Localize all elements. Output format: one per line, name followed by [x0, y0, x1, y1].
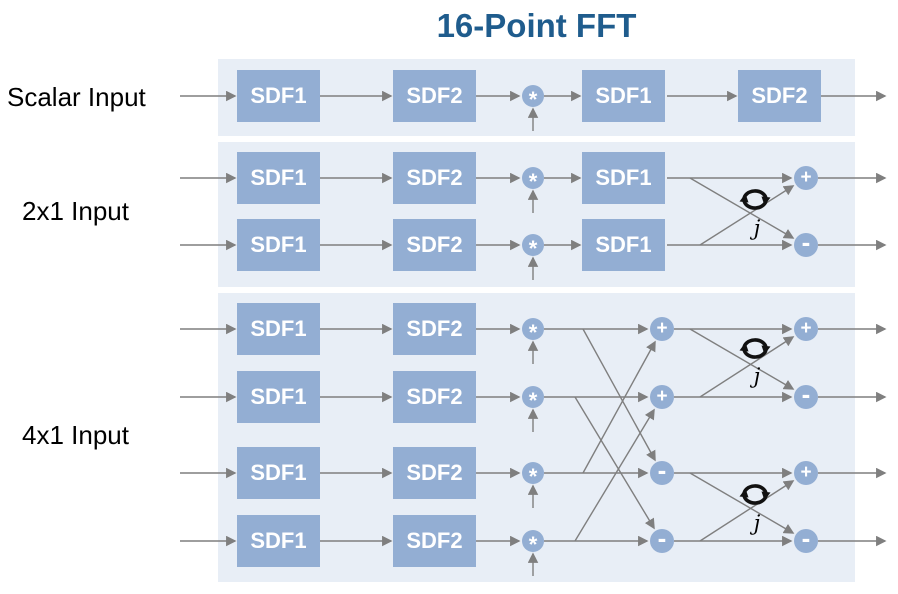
rotate-j-label: j	[753, 511, 761, 535]
add-node: +	[650, 385, 674, 409]
row2-wires	[180, 172, 887, 280]
sdf1-block: SDF1	[237, 70, 320, 122]
multiply-icon: *	[528, 320, 538, 345]
plus-icon: +	[800, 167, 812, 188]
rotate-j-label: j	[753, 364, 761, 388]
sdf1-block: SDF1	[237, 152, 320, 204]
multiply-node: *	[522, 85, 544, 112]
minus-icon: -	[801, 522, 811, 553]
multiply-icon: *	[528, 532, 538, 557]
minus-icon: -	[801, 378, 811, 409]
sdf1-block: SDF1	[582, 219, 665, 271]
subtract-node: -	[650, 455, 674, 485]
multiply-icon: *	[528, 87, 538, 112]
sdf2-block: SDF2	[393, 303, 476, 355]
row3-wires	[180, 323, 887, 576]
sdf2-block: SDF2	[393, 515, 476, 567]
sdf2-block: SDF2	[393, 70, 476, 122]
multiply-node: *	[522, 167, 544, 194]
row1-wires	[180, 90, 887, 131]
subtract-node: -	[794, 379, 818, 409]
sdf1-block: SDF1	[582, 70, 665, 122]
multiply-icon: *	[528, 464, 538, 489]
sdf1-block: SDF1	[582, 152, 665, 204]
sdf2-block: SDF2	[393, 371, 476, 423]
sdf2-block: SDF2	[393, 219, 476, 271]
subtract-node: -	[650, 523, 674, 553]
rotate-icon	[739, 189, 771, 210]
subtract-node: -	[794, 523, 818, 553]
sdf1-block: SDF1	[237, 447, 320, 499]
add-node: +	[794, 317, 818, 341]
sdf2-block: SDF2	[393, 447, 476, 499]
sdf1-block: SDF1	[237, 303, 320, 355]
row-label-2x1-input: 2x1 Input	[22, 196, 129, 226]
multiply-node: *	[522, 462, 544, 489]
plus-icon: +	[800, 318, 812, 339]
sdf1-block: SDF1	[237, 371, 320, 423]
multiply-icon: *	[528, 169, 538, 194]
multiply-node: *	[522, 530, 544, 557]
multiply-node: *	[522, 234, 544, 261]
sdf2-block: SDF2	[393, 152, 476, 204]
sdf2-block: SDF2	[738, 70, 821, 122]
subtract-node: -	[794, 227, 818, 257]
multiply-icon: *	[528, 236, 538, 261]
multiply-icon: *	[528, 388, 538, 413]
rotate-icon	[739, 484, 771, 505]
plus-icon: +	[800, 462, 812, 483]
minus-icon: -	[657, 522, 667, 553]
row-label-4x1-input: 4x1 Input	[22, 420, 129, 450]
diagram-title: 16-Point FFT	[436, 7, 637, 44]
row-label-scalar-input: Scalar Input	[7, 82, 146, 112]
add-node: +	[650, 317, 674, 341]
sdf1-block: SDF1	[237, 219, 320, 271]
add-node: +	[794, 166, 818, 190]
rotate-j-label: j	[753, 216, 761, 240]
plus-icon: +	[656, 386, 668, 407]
minus-icon: -	[657, 454, 667, 485]
multiply-node: *	[522, 386, 544, 413]
sdf1-block: SDF1	[237, 515, 320, 567]
minus-icon: -	[801, 226, 811, 257]
plus-icon: +	[656, 318, 668, 339]
rotate-icon	[739, 338, 771, 359]
multiply-node: *	[522, 318, 544, 345]
add-node: +	[794, 461, 818, 485]
